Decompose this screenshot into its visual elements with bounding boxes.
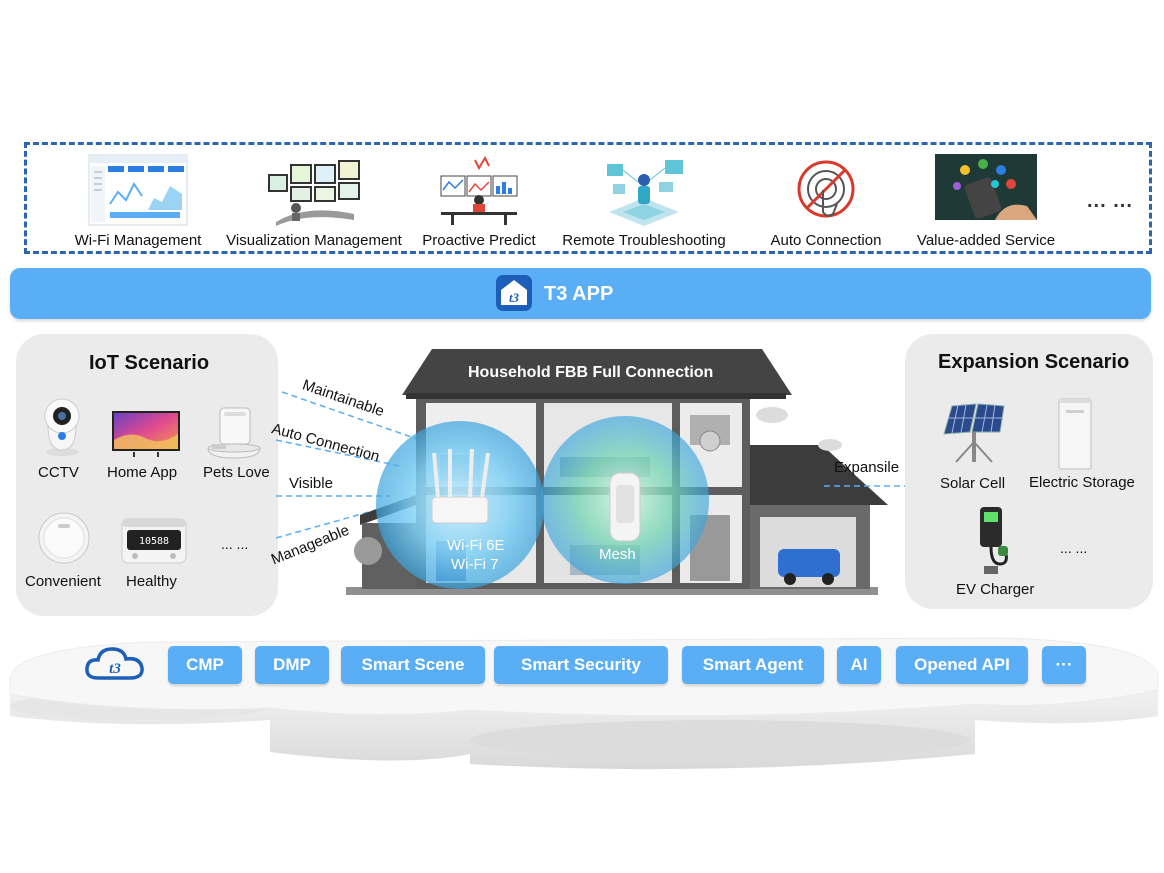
phone-apps-icon	[935, 154, 1037, 220]
module-dmp[interactable]: DMP	[255, 646, 329, 684]
t3-app-bar[interactable]	[10, 268, 1151, 319]
service-auto-connection[interactable]: Auto Connection	[763, 150, 889, 252]
analytics-desk-icon	[440, 155, 518, 225]
cloud-t3-icon: t3	[85, 647, 144, 680]
mesh-label: Mesh	[599, 546, 636, 563]
expansile-label: Expansile	[834, 459, 900, 476]
device-label-solar-cell: Solar Cell	[940, 475, 1006, 492]
expansion-scenario-title: Expansion Scenario	[938, 351, 1130, 373]
expansion-scenario-panel	[905, 334, 1153, 609]
service-remote-troubleshooting[interactable]: Remote Troubleshooting	[556, 150, 732, 252]
device-label-home-app: Home App	[107, 464, 178, 481]
service-visualization-management[interactable]: Visualization Management	[222, 150, 406, 252]
house-title: Household FBB Full Connection	[468, 364, 714, 381]
module-more[interactable]: ···	[1042, 646, 1086, 684]
module-ai[interactable]: AI	[837, 646, 881, 684]
device-label-healthy: Healthy	[126, 573, 177, 590]
touch-connect-icon	[797, 160, 855, 218]
services-more: ... ...	[1087, 190, 1133, 212]
module-cmp[interactable]: CMP	[168, 646, 242, 684]
service-label: Proactive Predict	[422, 232, 536, 249]
expansion-more: ... ...	[1060, 540, 1088, 556]
monitor-wall-icon	[268, 160, 360, 226]
t3-app-logo-icon: t3	[496, 275, 532, 311]
module-smart-scene[interactable]: Smart Scene	[341, 646, 485, 684]
house-illustration	[346, 349, 888, 595]
svg-text:t3: t3	[109, 661, 121, 677]
service-label: Auto Connection	[770, 232, 882, 249]
remote-support-icon	[607, 160, 683, 226]
router-label-wifi7: Wi-Fi 7	[451, 556, 499, 573]
device-label-ev-charger: EV Charger	[956, 581, 1035, 598]
expansile-line	[824, 485, 908, 487]
service-label: Remote Troubleshooting	[562, 232, 726, 249]
battery-cabinet-icon[interactable]	[1058, 398, 1092, 470]
service-wifi-management[interactable]: Wi-Fi Management	[66, 150, 210, 252]
service-label: Wi-Fi Management	[74, 232, 202, 249]
solar-panel-icon[interactable]	[942, 402, 1008, 466]
connection-label-visible: Visible	[289, 475, 333, 492]
t3-app-title: T3 APP	[544, 283, 614, 305]
iot-more: ... ...	[221, 536, 249, 552]
router-label-wifi6e: Wi-Fi 6E	[447, 537, 505, 554]
module-opened-api[interactable]: Opened API	[896, 646, 1028, 684]
service-label: Value-added Service	[916, 232, 1056, 249]
service-band	[24, 142, 1152, 254]
wifi-dashboard-icon	[88, 154, 188, 226]
service-value-added[interactable]: Value-added Service	[912, 150, 1060, 252]
purifier-display-reading: 10588	[139, 536, 169, 547]
ev-charger-icon[interactable]	[976, 506, 1010, 576]
pet-feeder-icon[interactable]	[206, 404, 262, 460]
robot-vacuum-icon[interactable]	[38, 512, 90, 564]
module-smart-agent[interactable]: Smart Agent	[682, 646, 824, 684]
connection-lines	[275, 391, 421, 539]
air-purifier-icon[interactable]: 10588	[121, 518, 187, 566]
module-smart-security[interactable]: Smart Security	[494, 646, 668, 684]
iot-scenario-title: IoT Scenario	[89, 352, 210, 374]
device-label-cctv: CCTV	[38, 464, 79, 481]
camera-icon[interactable]	[40, 396, 84, 456]
iot-scenario-panel	[16, 334, 278, 616]
service-label: Visualization Management	[226, 232, 402, 249]
device-label-electric-storage: Electric Storage	[1029, 474, 1135, 491]
service-proactive-predict[interactable]: Proactive Predict	[416, 150, 542, 252]
tv-icon[interactable]	[111, 410, 181, 458]
device-label-pets-love: Pets Love	[203, 464, 270, 481]
svg-text:t3: t3	[509, 290, 520, 305]
device-label-convenient: Convenient	[25, 573, 101, 590]
